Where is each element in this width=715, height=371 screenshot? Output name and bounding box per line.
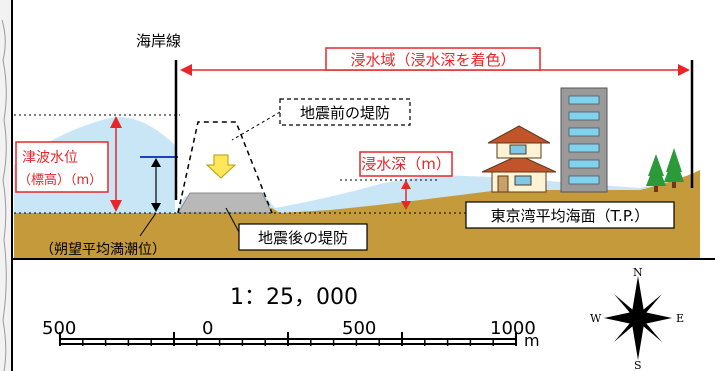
depth-arrow-top	[401, 180, 411, 189]
scale-ratio: 1：25，000	[230, 285, 358, 310]
embankment-before-label: 地震前の堤防	[300, 104, 390, 122]
tp-label: 東京湾平均海面（T.P.）	[491, 207, 650, 225]
scale-bar	[59, 332, 517, 346]
embankment-after	[177, 192, 273, 214]
tree-icon	[646, 148, 684, 192]
map-contour	[1, 19, 7, 371]
after-leader	[225, 207, 240, 233]
tide-arrow-top	[151, 158, 161, 167]
tide-arrow-bottom	[151, 203, 161, 212]
inundation-area-label: 浸水域（浸水深を着色）	[350, 51, 515, 69]
cross-section-panel: 海岸線 浸水域（浸水深を着色） 津波水位 （標高）（m） （朔望平均満潮位） 地…	[12, 32, 715, 260]
tsunami-level-label-2: （標高）（m）	[18, 172, 102, 188]
embankment-after-label: 地震後の堤防	[258, 229, 348, 247]
scale-tick-500-left: 500	[42, 318, 76, 339]
tide-leader	[139, 212, 157, 237]
depth-box	[359, 151, 453, 177]
map-edge	[0, 0, 12, 371]
subsidence-arrow	[205, 154, 237, 179]
compass-e: E	[676, 312, 684, 325]
compass-s: S	[634, 359, 642, 371]
tsunami-arrow-bottom	[110, 200, 122, 212]
depth-label: 浸水深（m）	[361, 155, 451, 173]
embankment-before	[177, 121, 273, 214]
embankment-after-box	[238, 223, 368, 251]
scale-tick-0: 0	[202, 318, 213, 339]
tsunami-level-label-1: 津波水位	[22, 150, 78, 166]
compass-rose-icon: N S E W	[590, 266, 684, 371]
building-icon	[560, 87, 608, 193]
arrow-head-left	[180, 64, 192, 76]
tide-label: （朔望平均満潮位）	[40, 242, 166, 258]
scale-unit: m	[524, 331, 540, 350]
arrow-head-right	[678, 64, 690, 76]
scale-section: 1：25，000 500 0 500 1000 m	[42, 285, 540, 350]
depth-arrow-bottom	[401, 201, 411, 210]
tsunami-level-box	[15, 141, 109, 193]
compass-w: W	[590, 312, 602, 325]
inundation-area-box	[325, 47, 541, 71]
compass-n: N	[633, 266, 643, 279]
house-icon	[481, 125, 557, 193]
scale-tick-1000: 1000	[490, 318, 536, 339]
tsunami-arrow-top	[110, 116, 122, 128]
coastline-label: 海岸線	[136, 32, 181, 50]
embankment-before-box	[279, 98, 411, 126]
tp-box	[465, 201, 675, 229]
scale-tick-500-right: 500	[342, 318, 376, 339]
